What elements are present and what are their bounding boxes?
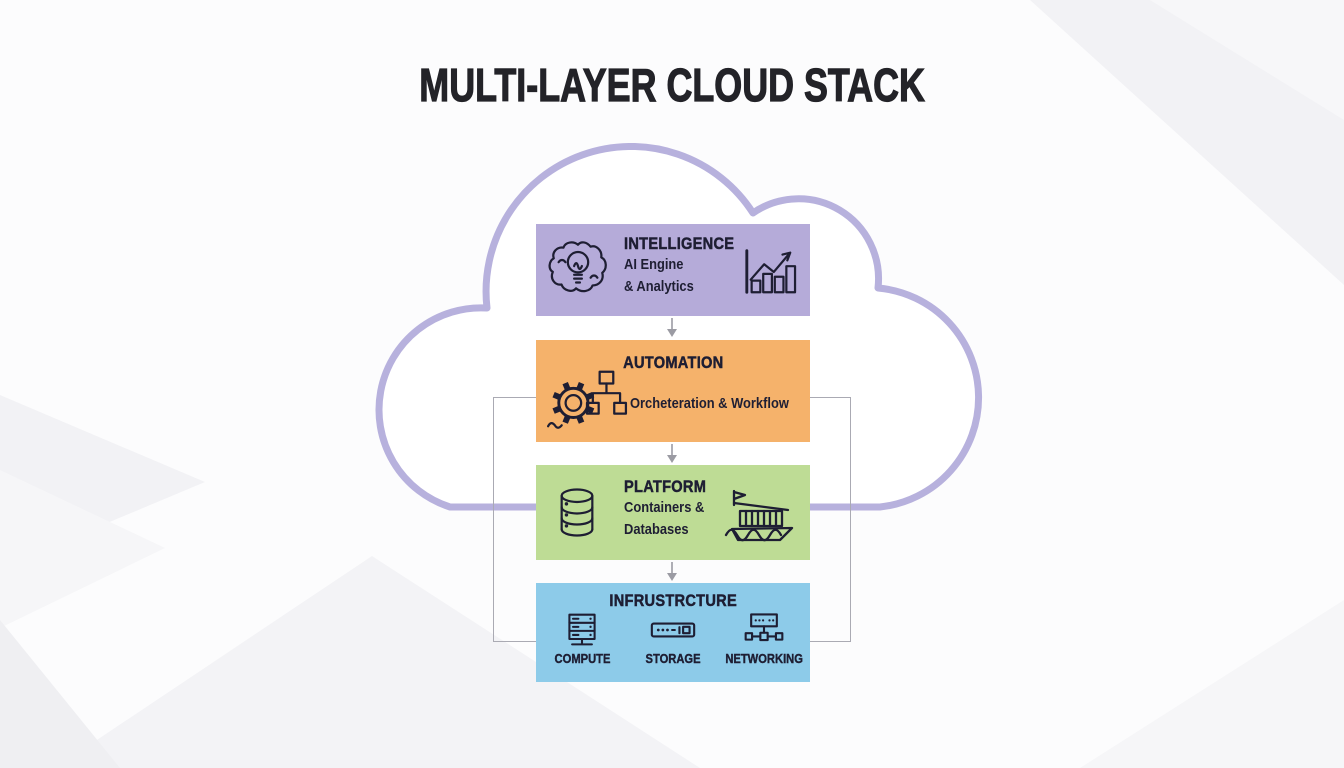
down-arrow-icon [667, 318, 677, 337]
layer-subtitle-line: & Analytics [624, 277, 694, 295]
server-icon [568, 613, 596, 646]
infra-item-compute: COMPUTE [537, 611, 627, 666]
gear-workflow-icon [546, 370, 628, 429]
brain-ai-icon [548, 241, 607, 293]
layer-intelligence: INTELLIGENCE AI Engine & Analytics [536, 224, 810, 316]
infra-label: COMPUTE [554, 651, 610, 666]
layer-title: INFRUSTRCTURE [609, 591, 737, 611]
layer-subtitle-line: Containers & [624, 499, 705, 516]
down-arrow-icon [667, 444, 677, 463]
infra-label: STORAGE [645, 651, 701, 666]
storage-drive-icon [650, 622, 696, 638]
layer-text: INTELLIGENCE AI Engine & Analytics [624, 234, 752, 298]
database-icon [560, 488, 594, 537]
page-title: MULTI-LAYER CLOUD STACK [0, 58, 1344, 112]
layer-title: INTELLIGENCE [624, 234, 735, 254]
down-arrow-icon [667, 562, 677, 581]
container-ship-icon [724, 489, 794, 542]
layer-text: PLATFORM Containers & Databases [624, 477, 720, 541]
layer-subtitle-line: Databases [624, 520, 689, 538]
layer-subtitle-line: Orcheteration & Workflow [630, 395, 789, 412]
growth-chart-icon [745, 249, 797, 294]
layer-platform: PLATFORM Containers & Databases [536, 465, 810, 560]
layer-automation: AUTOMATION Orcheteration & Workflow [536, 340, 810, 442]
page-title-text: MULTI-LAYER CLOUD STACK [419, 58, 926, 111]
layer-infrastructure: INFRUSTRCTURE COMPUTE [536, 583, 810, 682]
infra-label: NETWORKING [725, 651, 803, 666]
network-nodes-icon [744, 613, 784, 642]
layer-subtitle-line: AI Engine [624, 256, 684, 273]
layer-title: PLATFORM [624, 477, 707, 497]
infra-item-storage: STORAGE [628, 611, 718, 666]
infra-item-networking: NETWORKING [719, 611, 809, 666]
layer-title: AUTOMATION [622, 353, 724, 373]
